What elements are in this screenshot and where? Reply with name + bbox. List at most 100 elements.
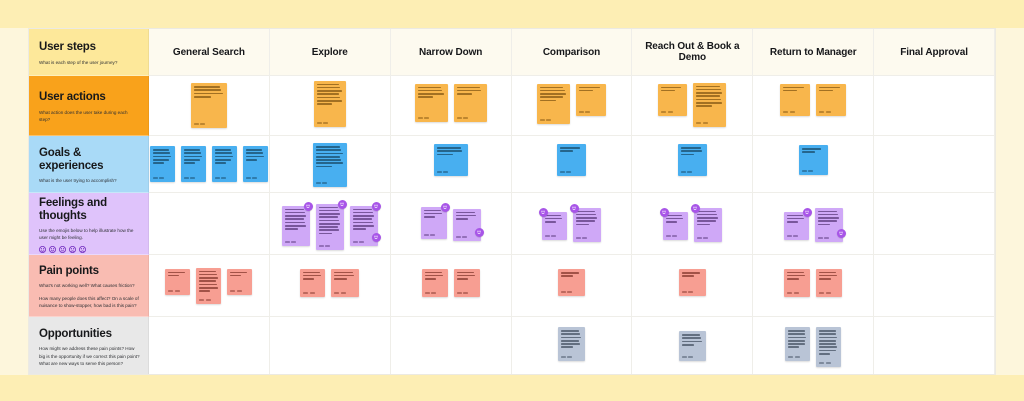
cell-goals-3[interactable] (511, 136, 633, 193)
cell-actions-5[interactable] (753, 76, 875, 136)
cell-actions-3[interactable] (511, 76, 633, 136)
cell-feelings-2[interactable] (390, 193, 512, 255)
emoji-reaction-badge[interactable] (440, 202, 450, 212)
sticky-note-pink[interactable] (300, 268, 326, 297)
sticky-note-purple[interactable] (281, 201, 313, 246)
sticky-note-orange[interactable] (313, 80, 346, 127)
emoji-palette[interactable] (39, 246, 140, 254)
cell-pain-3[interactable] (511, 255, 633, 317)
cell-opportunities-1[interactable] (269, 317, 391, 374)
cell-pain-2[interactable] (390, 255, 512, 317)
sticky-note-blue[interactable] (433, 144, 468, 176)
sticky-note-purple[interactable] (349, 201, 381, 246)
cell-goals-2[interactable] (390, 136, 512, 193)
cell-actions-6[interactable] (874, 76, 995, 136)
emoji-reaction-badge[interactable] (802, 207, 812, 217)
cell-pain-6[interactable] (874, 255, 995, 317)
cell-goals-5[interactable] (753, 136, 875, 193)
emoji-reaction-badge[interactable] (538, 207, 548, 217)
sticky-note-orange[interactable] (453, 83, 487, 122)
cell-pain-4[interactable] (632, 255, 754, 317)
cell-opportunities-0[interactable] (149, 317, 270, 374)
sticky-note-purple[interactable] (538, 207, 567, 240)
cell-feelings-4[interactable] (632, 193, 754, 255)
sticky-note-grey[interactable] (816, 327, 842, 367)
sticky-note-blue[interactable] (242, 146, 268, 182)
sticky-note-pink[interactable] (421, 268, 448, 297)
sticky-note-pink[interactable] (196, 267, 222, 304)
cell-pain-1[interactable] (269, 255, 391, 317)
sticky-note-blue[interactable] (677, 144, 707, 176)
sticky-note-purple[interactable] (569, 203, 601, 242)
sticky-note-blue[interactable] (180, 146, 206, 182)
cell-goals-1[interactable] (269, 136, 391, 193)
cell-opportunities-6[interactable] (874, 317, 995, 374)
cell-pain-0[interactable] (149, 255, 270, 317)
sad-emoji[interactable] (79, 246, 86, 254)
sticky-note-pink[interactable] (165, 268, 191, 295)
cell-opportunities-4[interactable] (632, 317, 754, 374)
sticky-note-purple[interactable] (420, 202, 450, 239)
emoji-reaction-badge[interactable] (303, 201, 313, 211)
sticky-note-pink[interactable] (557, 269, 585, 296)
note-text (560, 330, 582, 349)
sticky-note-purple[interactable] (315, 199, 347, 250)
sticky-note-purple[interactable] (783, 207, 812, 240)
emoji-reaction-badge[interactable] (659, 207, 669, 217)
cell-opportunities-3[interactable] (511, 317, 633, 374)
cell-feelings-3[interactable] (511, 193, 633, 255)
grin-emoji[interactable] (39, 246, 46, 254)
emoji-reaction-badge[interactable] (371, 232, 381, 242)
cell-actions-1[interactable] (269, 76, 391, 136)
sticky-note-purple[interactable] (814, 207, 846, 242)
sticky-note-pink[interactable] (453, 268, 480, 297)
sticky-note-grey[interactable] (785, 327, 811, 361)
sticky-note-blue[interactable] (798, 145, 828, 175)
sticky-note-pink[interactable] (784, 268, 811, 297)
sticky-note-grey[interactable] (678, 331, 706, 361)
sticky-note-orange[interactable] (780, 83, 811, 116)
cell-goals-4[interactable] (632, 136, 754, 193)
sticky-note-blue[interactable] (312, 143, 347, 187)
frown-emoji[interactable] (69, 246, 76, 254)
cell-feelings-6[interactable] (874, 193, 995, 255)
sticky-note-orange[interactable] (414, 83, 448, 122)
cell-opportunities-5[interactable] (753, 317, 875, 374)
cell-feelings-1[interactable] (269, 193, 391, 255)
sticky-note-blue[interactable] (149, 146, 175, 182)
sticky-note-orange[interactable] (693, 82, 727, 127)
emoji-reaction-badge[interactable] (569, 203, 579, 213)
sticky-note-pink[interactable] (678, 269, 706, 296)
sticky-note-purple[interactable] (452, 208, 484, 241)
sticky-note-blue[interactable] (211, 146, 237, 182)
sticky-note-blue[interactable] (556, 144, 586, 176)
sticky-note-orange[interactable] (536, 83, 570, 124)
cell-opportunities-2[interactable] (390, 317, 512, 374)
cell-goals-0[interactable] (149, 136, 270, 193)
sticky-note-pink[interactable] (227, 268, 253, 295)
sticky-note-orange[interactable] (658, 83, 688, 116)
smile-emoji[interactable] (49, 246, 56, 254)
emoji-reaction-badge[interactable] (690, 203, 700, 213)
emoji-reaction-badge[interactable] (836, 228, 846, 238)
cell-goals-6[interactable] (874, 136, 995, 193)
emoji-reaction-badge[interactable] (371, 201, 381, 211)
sticky-note-orange[interactable] (816, 83, 847, 116)
emoji-reaction-badge[interactable] (474, 227, 484, 237)
cell-actions-2[interactable] (390, 76, 512, 136)
sticky-note-purple[interactable] (690, 203, 722, 242)
sticky-note-pink[interactable] (331, 268, 360, 297)
bottom-banner (0, 375, 1024, 401)
cell-feelings-0[interactable] (149, 193, 270, 255)
sticky-note-grey[interactable] (557, 327, 585, 361)
sticky-note-purple[interactable] (659, 207, 688, 240)
sticky-note-pink[interactable] (816, 268, 843, 297)
emoji-reaction-badge[interactable] (337, 199, 347, 209)
sticky-note-orange[interactable] (575, 83, 606, 116)
cell-pain-5[interactable] (753, 255, 875, 317)
cell-actions-4[interactable] (632, 76, 754, 136)
sticky-note-orange[interactable] (190, 83, 227, 128)
neutral-emoji[interactable] (59, 246, 66, 254)
cell-feelings-5[interactable] (753, 193, 875, 255)
cell-actions-0[interactable] (149, 76, 270, 136)
